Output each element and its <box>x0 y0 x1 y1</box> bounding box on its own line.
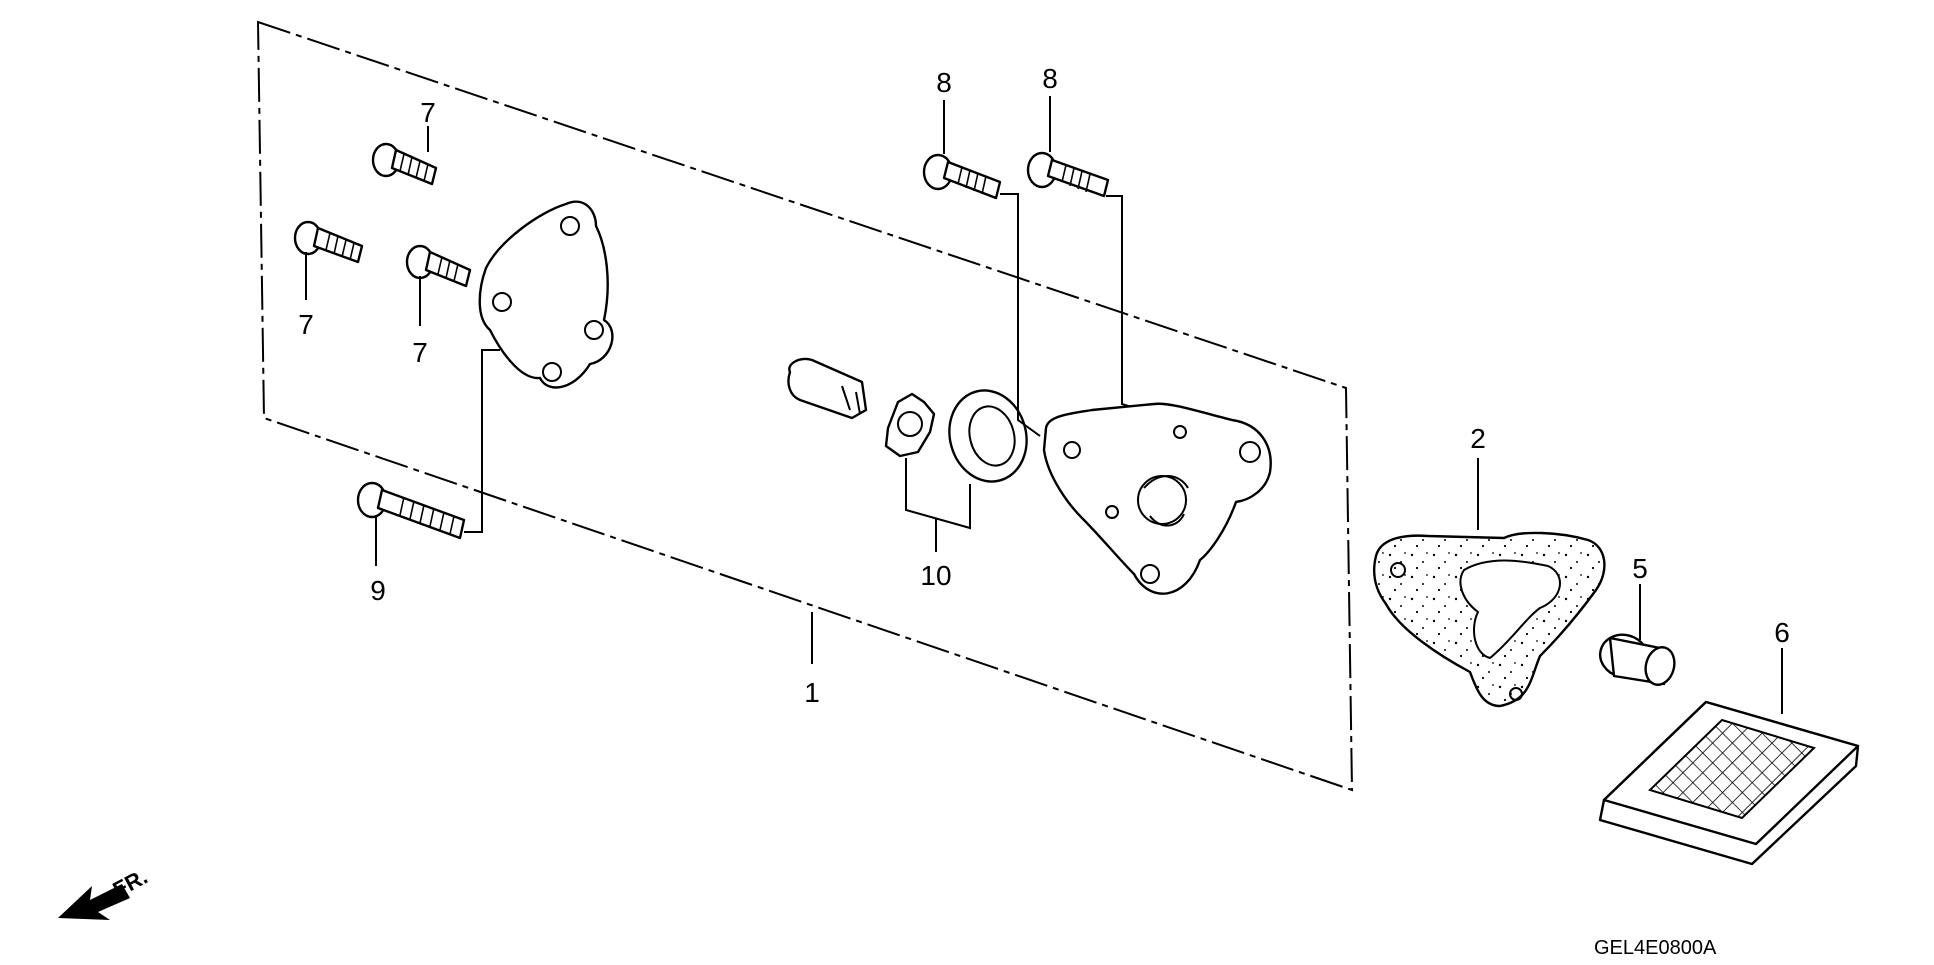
callout-7-upper: 7 <box>420 97 436 128</box>
pump-gasket <box>1372 531 1606 708</box>
rotor-set-bracket <box>905 458 971 530</box>
callout-8-left: 8 <box>936 67 952 98</box>
inner-rotor <box>884 392 936 458</box>
bolt-7-middle <box>405 244 472 288</box>
bolt-7-left <box>293 220 364 264</box>
oil-strainer <box>1598 700 1860 866</box>
callout-5: 5 <box>1632 553 1648 584</box>
callout-2: 2 <box>1470 423 1486 454</box>
callout-8-right: 8 <box>1042 63 1058 94</box>
pump-body <box>1042 402 1272 595</box>
diagram-code: GEL4E0800A <box>1594 937 1717 959</box>
callout-1: 1 <box>804 677 820 708</box>
bolt-9 <box>356 481 466 540</box>
front-direction-arrow-icon <box>58 884 130 920</box>
callout-10: 10 <box>920 560 951 591</box>
callout-7-middle: 7 <box>412 337 428 368</box>
collar <box>1598 633 1676 686</box>
bolt-8-right-leader <box>1106 195 1141 411</box>
callout-9: 9 <box>370 575 386 606</box>
bolt-9-leader <box>464 349 500 533</box>
outer-rotor <box>948 389 1028 483</box>
oil-pump-assembly-outline <box>256 20 1354 792</box>
bolt-8-right <box>1026 151 1110 198</box>
bolt-7-upper <box>371 142 438 186</box>
bolt-8-left-leader <box>1000 193 1041 437</box>
bolt-8-left <box>922 153 1002 200</box>
callout-6: 6 <box>1774 617 1790 648</box>
callout-7-left: 7 <box>298 309 314 340</box>
pump-shaft <box>787 357 868 420</box>
pump-cover <box>478 200 614 389</box>
